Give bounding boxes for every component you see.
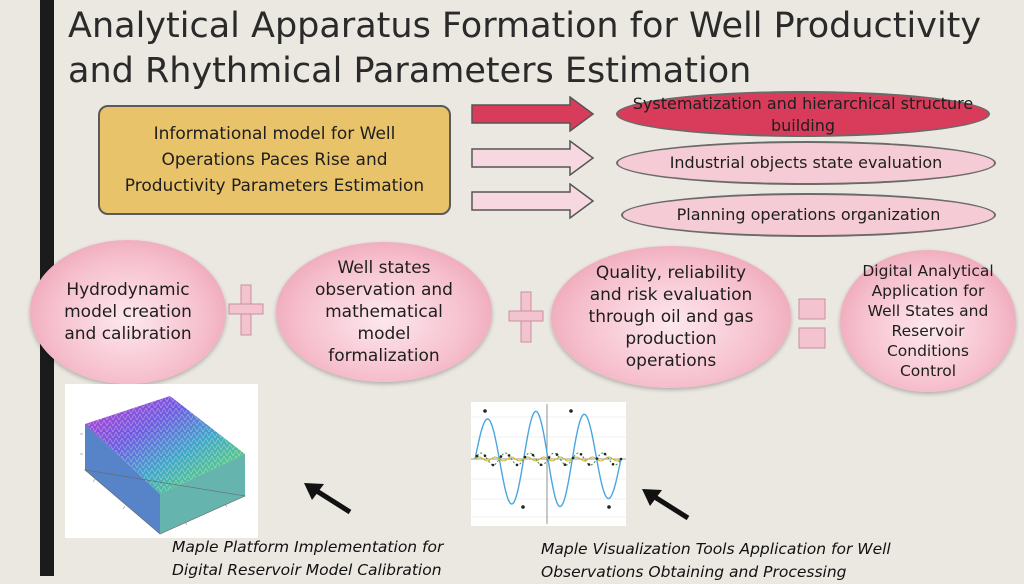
wave-dot bbox=[603, 452, 607, 456]
target-systematization: Systematization and hierarchical structu… bbox=[616, 91, 990, 137]
wave-dot bbox=[483, 454, 487, 458]
wave-dot bbox=[547, 456, 551, 459]
wave-peak-dot bbox=[569, 409, 573, 413]
wave-dot bbox=[555, 453, 559, 456]
wave-plot-image bbox=[471, 402, 626, 526]
wave-dot bbox=[563, 463, 567, 466]
wave-peak-dot bbox=[521, 505, 525, 509]
wave-dot bbox=[515, 463, 519, 467]
wave-dot bbox=[531, 453, 535, 457]
slide-title: Analytical Apparatus Formation for Well … bbox=[68, 6, 982, 91]
wave-dot bbox=[475, 454, 479, 458]
target-state-evaluation: Industrial objects state evaluation bbox=[616, 141, 996, 185]
caption-maple-visualization: Maple Visualization Tools Application fo… bbox=[541, 540, 891, 581]
stage-quality-reliability-risk: Quality, reliability and risk evaluation… bbox=[551, 246, 791, 388]
target-planning-operations: Planning operations organization bbox=[621, 193, 996, 237]
wave-dot bbox=[611, 463, 615, 466]
plus-icon bbox=[228, 284, 264, 336]
stage-digital-application: Digital Analytical Application for Well … bbox=[840, 250, 1016, 392]
wave-dot bbox=[499, 455, 503, 458]
arrow-right-icon bbox=[471, 183, 595, 219]
stage-hydrodynamic-model: Hydrodynamic model creation and calibrat… bbox=[30, 240, 226, 384]
surface-plot-image bbox=[65, 384, 258, 538]
wave-peak-dot bbox=[607, 505, 611, 509]
stage-well-states-observation: Well states observation and mathematical… bbox=[276, 242, 492, 382]
wave-dot bbox=[539, 463, 543, 467]
wave-dot bbox=[595, 457, 599, 460]
wave-dot bbox=[619, 457, 623, 461]
wave-dot bbox=[579, 453, 583, 456]
wave-dot bbox=[507, 454, 511, 457]
plus-icon bbox=[508, 291, 544, 343]
wave-dot bbox=[587, 463, 591, 466]
arrow-pointer-icon bbox=[642, 489, 690, 521]
wave-peak-dot bbox=[483, 409, 487, 413]
wave-dot bbox=[571, 456, 575, 460]
wave-dot bbox=[523, 455, 527, 459]
arrow-right-icon bbox=[471, 140, 595, 176]
wave-dot bbox=[491, 463, 495, 467]
arrow-pointer-icon bbox=[304, 483, 352, 515]
arrow-right-icon bbox=[471, 96, 595, 132]
equals-icon bbox=[798, 298, 826, 349]
informational-model-box: Informational model for Well Operations … bbox=[98, 105, 451, 215]
